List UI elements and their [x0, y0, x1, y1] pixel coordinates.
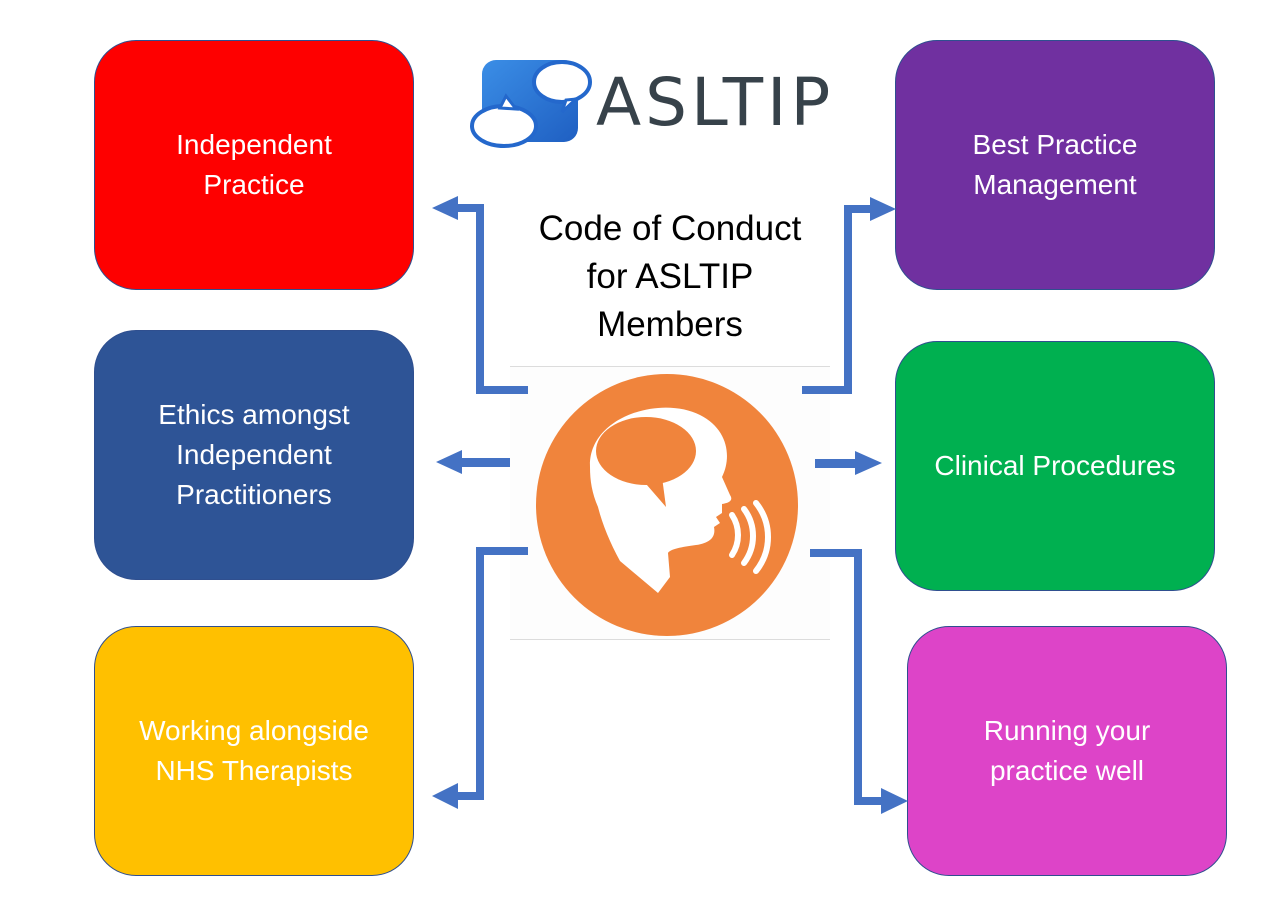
arrow-to-ethics	[436, 450, 510, 474]
logo-text: ASLTIP	[596, 64, 835, 141]
box-label: Best Practice Management	[972, 129, 1138, 200]
asltip-logo	[466, 52, 816, 152]
head-speaking-icon	[536, 374, 798, 636]
box-independent-practice: Independent Practice	[94, 40, 414, 290]
box-ethics: Ethics amongst Independent Practitioners	[94, 330, 414, 580]
box-label: Working alongside NHS Therapists	[139, 715, 369, 786]
box-running-your-practice: Running your practice well	[907, 626, 1227, 876]
diagram-title: Code of Conduct for ASLTIP Members	[538, 209, 802, 344]
speech-bubbles-icon	[470, 60, 592, 148]
box-clinical-procedures: Clinical Procedures	[895, 341, 1215, 591]
box-label: Running your practice well	[983, 715, 1151, 786]
box-best-practice-management: Best Practice Management	[895, 40, 1215, 290]
box-label: Independent Practice	[176, 129, 332, 200]
box-working-alongside-nhs: Working alongside NHS Therapists	[94, 626, 414, 876]
box-label: Clinical Procedures	[934, 450, 1176, 481]
box-label: Ethics amongst Independent Practitioners	[158, 399, 350, 510]
center-image	[510, 366, 830, 640]
